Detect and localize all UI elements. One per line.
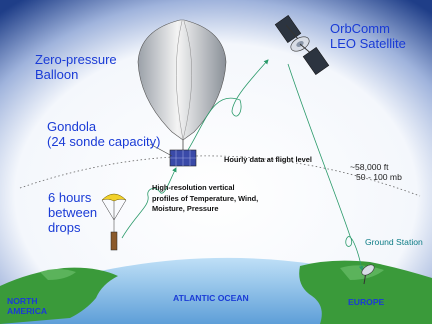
gondola-pointer	[149, 143, 173, 157]
satellite-label-line-1: OrbComm	[330, 21, 390, 36]
drops-label-line-2: between	[48, 204, 98, 220]
profiles-label-line-1: High-resolution vertical	[152, 183, 235, 192]
north-america-landmass	[0, 267, 118, 324]
atlantic-ocean-label: ATLANTIC OCEAN	[173, 293, 249, 303]
altitude-label: ~58,000 ft 50 - 100 mb	[350, 162, 402, 183]
drops-label: 6 hours between drops	[48, 190, 98, 236]
north-america-label: NORTH AMERICA	[7, 296, 48, 317]
balloon-label: Zero-pressure Balloon	[35, 52, 117, 83]
satellite-label-line-2: LEO Satellite	[330, 35, 406, 51]
sonde-gondola-link	[121, 167, 177, 239]
ground-station-dish	[361, 264, 375, 285]
north-america-detail	[40, 269, 76, 280]
europe-landmass	[299, 260, 432, 324]
north-america-label-line-1: NORTH	[7, 296, 38, 306]
ground-station-label: Ground Station	[365, 237, 423, 247]
gondola-label-line-2: (24 sonde capacity)	[47, 133, 161, 149]
drops-label-line-3: drops	[48, 219, 81, 235]
profiles-label: High-resolution vertical profiles of Tem…	[152, 183, 258, 215]
profiles-label-line-3: Moisture, Pressure	[152, 204, 219, 214]
satellite-ground-link	[287, 63, 364, 271]
hourly-data-label: Hourly data at flight level	[224, 155, 312, 164]
profiles-label-line-2: profiles of Temperature, Wind,	[152, 193, 259, 203]
gondola-label: Gondola (24 sonde capacity)	[47, 119, 161, 150]
satellite-label: OrbComm LEO Satellite	[330, 21, 406, 52]
europe-label: EUROPE	[348, 297, 385, 307]
parachute-sonde	[101, 193, 127, 251]
drops-label-line-1: 6 hours	[48, 190, 92, 205]
orbcomm-satellite	[274, 15, 330, 75]
gondola	[169, 149, 197, 167]
altitude-label-line-1: ~58,000 ft	[350, 162, 389, 172]
altitude-label-line-2: 50 - 100 mb	[356, 171, 402, 182]
north-america-label-line-2: AMERICA	[7, 305, 48, 316]
gondola-label-line-1: Gondola	[47, 119, 97, 134]
balloon-label-line-2: Balloon	[35, 66, 79, 82]
balloon-label-line-1: Zero-pressure	[35, 52, 117, 67]
gondola-satellite-link	[187, 59, 269, 151]
